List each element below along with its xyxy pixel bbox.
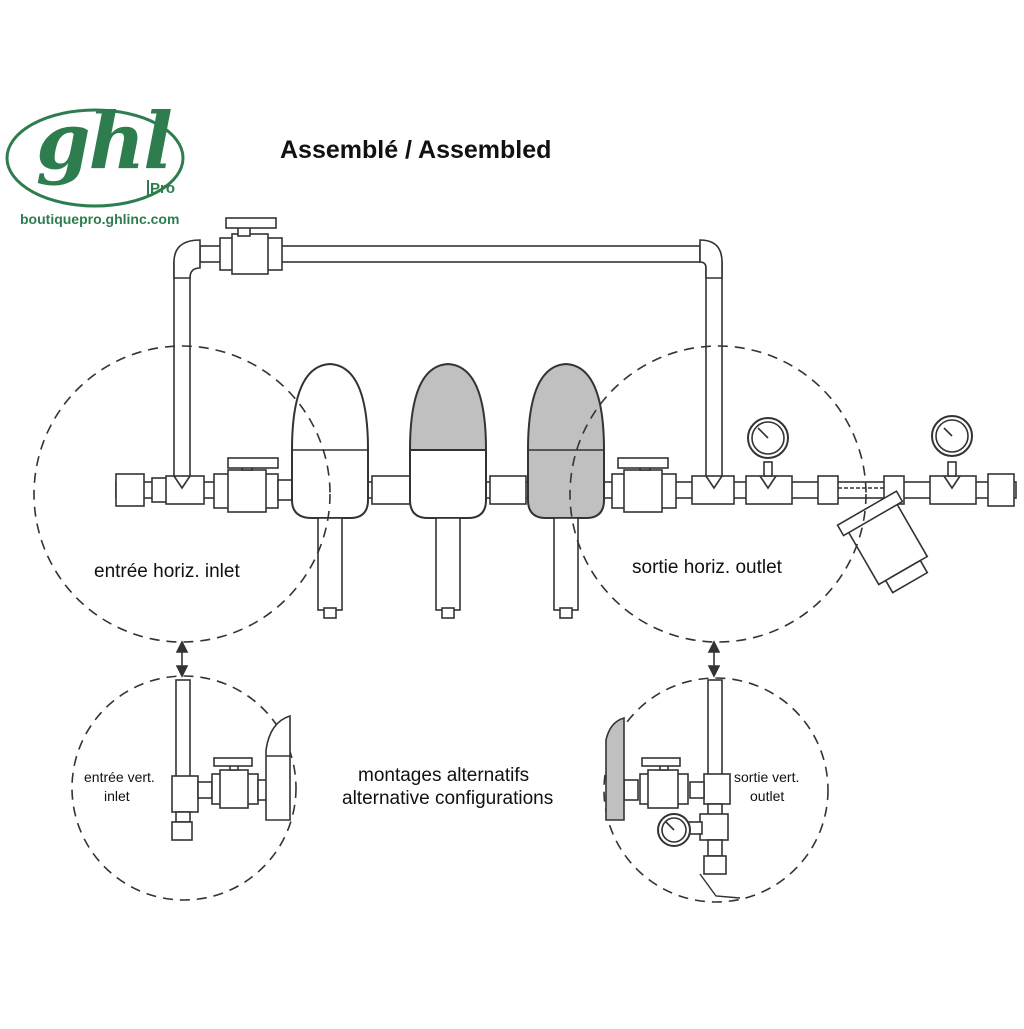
page-title: Assemblé / Assembled — [280, 136, 552, 164]
alt-config-label-fr: montages alternatifs — [358, 765, 530, 786]
inlet-horizontal-label: entrée horiz. inlet — [94, 561, 240, 582]
outlet-vertical-assembly — [605, 679, 741, 899]
filter-housing-3 — [527, 362, 605, 619]
logo-url: boutiquepro.ghlinc.com — [20, 211, 180, 227]
outlet-vertical-label-line2: outlet — [750, 788, 785, 804]
alt-config-label-en: alternative configurations — [342, 788, 554, 809]
outlet-vertical-label-line1: sortie vert. — [734, 769, 800, 785]
filter-housing-1 — [291, 362, 369, 619]
outlet-detail-circle — [569, 345, 867, 643]
logo-ellipse — [5, 108, 185, 208]
filter-housing-2 — [408, 362, 488, 619]
inlet-vertical-label-line2: inlet — [104, 788, 130, 804]
logo-wordmark: ghl — [36, 96, 173, 187]
inlet-vertical-label-line1: entrée vert. — [84, 769, 155, 785]
logo-pro-tag: Pro — [150, 180, 176, 197]
outlet-horizontal-label: sortie horiz. outlet — [632, 557, 782, 578]
link-arrow-outlet — [707, 640, 721, 678]
inlet-vertical-assembly — [171, 679, 291, 841]
outlet-vertical-circle — [603, 677, 829, 903]
inlet-vertical-circle — [71, 675, 297, 901]
inlet-detail-circle — [33, 345, 331, 643]
link-arrow-inlet — [175, 640, 189, 678]
